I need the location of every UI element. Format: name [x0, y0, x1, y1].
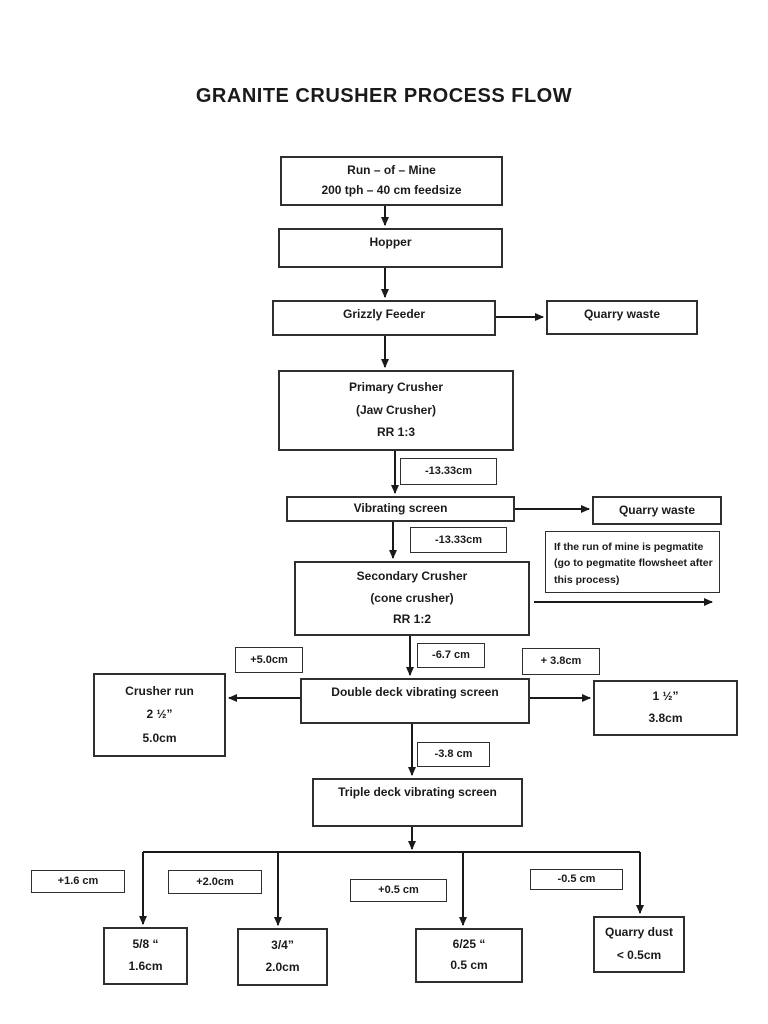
note-line: (go to pegmatite flowsheet after [554, 557, 713, 570]
node-primary-crusher: Primary Crusher (Jaw Crusher) RR 1:3 [278, 370, 514, 451]
node-double-deck-screen: Double deck vibrating screen [300, 678, 530, 724]
node-label: 0.5 cm [450, 958, 488, 973]
node-label: 1 ½” [652, 689, 679, 704]
size-label-text: -13.33cm [424, 465, 473, 478]
node-label: Quarry waste [583, 307, 661, 321]
node-quarry-waste-1: Quarry waste [546, 300, 698, 335]
node-vibrating-screen: Vibrating screen [286, 496, 515, 522]
size-label-plus-2-0: +2.0cm [168, 870, 262, 894]
size-label-text: +1.6 cm [57, 875, 99, 888]
size-label-minus-13-33-a: -13.33cm [400, 458, 497, 485]
node-crusher-run: Crusher run 2 ½” 5.0cm [93, 673, 226, 757]
node-label: RR 1:2 [392, 611, 431, 626]
size-label-minus-3-8: -3.8 cm [417, 742, 490, 767]
node-grizzly-feeder: Grizzly Feeder [272, 300, 496, 336]
node-label: 1.6cm [128, 959, 163, 974]
node-product-6-25-inch: 6/25 “ 0.5 cm [415, 928, 523, 983]
size-label-plus-0-5: +0.5 cm [350, 879, 447, 902]
node-label: Quarry waste [618, 502, 696, 517]
size-label-text: +0.5 cm [378, 884, 419, 897]
node-label: 3.8cm [648, 711, 683, 726]
node-product-5-8-inch: 5/8 “ 1.6cm [103, 927, 188, 985]
node-hopper: Hopper [278, 228, 503, 268]
node-label: Quarry dust [604, 925, 673, 940]
node-label: 200 tph – 40 cm feedsize [321, 183, 462, 198]
size-label-plus-5-0: +5.0cm [235, 647, 303, 673]
node-label: < 0.5cm [616, 947, 662, 962]
node-label: RR 1:3 [376, 425, 415, 440]
node-quarry-waste-2: Quarry waste [592, 496, 722, 525]
node-label: Double deck vibrating screen [331, 685, 499, 699]
node-triple-deck-screen: Triple deck vibrating screen [312, 778, 523, 827]
node-label: 2.0cm [265, 960, 300, 975]
node-label: Hopper [369, 235, 412, 249]
size-label-minus-6-7: -6.7 cm [417, 643, 485, 668]
size-label-text: -3.8 cm [434, 748, 473, 761]
node-product-1-half-inch: 1 ½” 3.8cm [593, 680, 738, 736]
size-label-text: -6.7 cm [432, 649, 470, 662]
node-product-3-4-inch: 3/4” 2.0cm [237, 928, 328, 986]
size-label-minus-0-5: -0.5 cm [530, 869, 623, 890]
node-label: Run – of – Mine [347, 163, 436, 178]
node-quarry-dust: Quarry dust < 0.5cm [593, 916, 685, 973]
size-label-text: -0.5 cm [557, 873, 596, 886]
node-secondary-crusher: Secondary Crusher (cone crusher) RR 1:2 [294, 561, 530, 636]
node-label: Secondary Crusher [356, 569, 468, 584]
node-label: 3/4” [271, 937, 294, 952]
note-line: If the run of mine is pegmatite [554, 541, 704, 553]
node-label: 6/25 “ [452, 936, 486, 951]
pegmatite-note: If the run of mine is pegmatite (go to p… [545, 531, 720, 593]
node-label: 2 ½” [146, 707, 173, 722]
node-label: Crusher run [125, 683, 194, 698]
node-label: Primary Crusher [348, 379, 444, 394]
size-label-text: +5.0cm [250, 653, 288, 666]
page-title: GRANITE CRUSHER PROCESS FLOW [195, 85, 573, 107]
node-label: 5.0cm [142, 730, 177, 745]
node-label: (cone crusher) [370, 590, 454, 605]
size-label-text: + 3.8cm [540, 655, 582, 668]
node-label: Vibrating screen [353, 501, 448, 516]
node-run-of-mine: Run – of – Mine 200 tph – 40 cm feedsize [280, 156, 503, 206]
note-line: this process) [554, 573, 620, 586]
node-label: Grizzly Feeder [342, 307, 426, 321]
size-label-text: +2.0cm [196, 875, 234, 888]
node-label: (Jaw Crusher) [355, 402, 437, 417]
size-label-plus-3-8: + 3.8cm [522, 648, 600, 675]
size-label-minus-13-33-b: -13.33cm [410, 527, 507, 553]
node-label: Triple deck vibrating screen [338, 785, 497, 799]
size-label-text: -13.33cm [434, 533, 483, 546]
node-label: 5/8 “ [132, 936, 159, 951]
size-label-plus-1-6: +1.6 cm [31, 870, 125, 893]
